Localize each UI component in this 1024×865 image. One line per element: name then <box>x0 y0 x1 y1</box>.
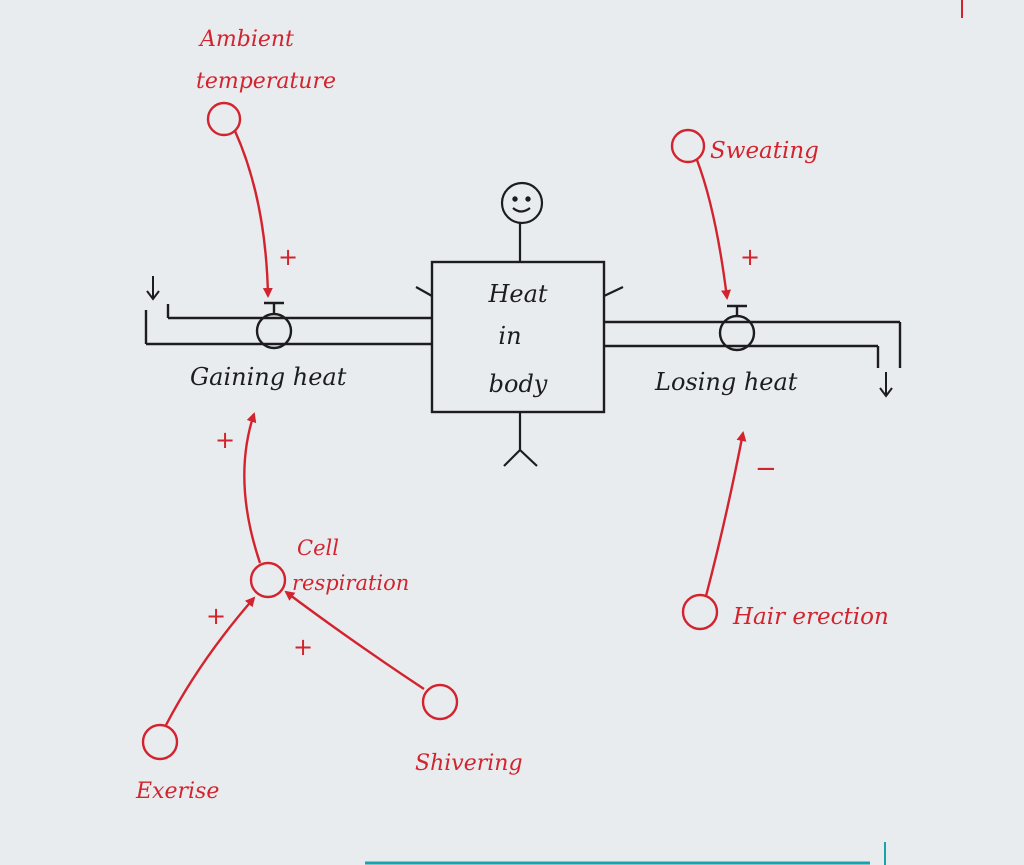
stock-label-line-3: body <box>489 370 548 398</box>
stock-label-line-1: Heat <box>487 280 547 308</box>
var-label-shivering: Shivering <box>415 751 523 776</box>
var-node-shivering <box>421 683 459 721</box>
var-label-ambient-line-2: temperature <box>196 69 336 94</box>
polarity-hair-to-losing: − <box>755 454 777 484</box>
stock-label-line-2: in <box>498 322 521 350</box>
var-node-exercise <box>141 723 179 761</box>
polarity-ambient-to-gaining: + <box>278 243 298 271</box>
stick-figure-icon <box>415 181 624 467</box>
var-label-hair-erection: Hair erection <box>732 604 889 630</box>
link-exercise-to-cell <box>164 596 256 726</box>
link-shivering-to-cell <box>284 590 425 691</box>
inflow-pipe-gaining <box>144 304 432 346</box>
var-label-cell-line-2: respiration <box>292 571 409 595</box>
var-label-sweating: Sweating <box>710 138 819 164</box>
link-cell-to-gaining <box>243 412 262 564</box>
valve-icon <box>718 304 756 352</box>
valve-icon <box>255 301 293 350</box>
flow-label-gaining-heat: Gaining heat <box>190 363 347 391</box>
var-label-exercise: Exerise <box>135 779 219 804</box>
polarity-cell-to-gaining: + <box>215 426 235 454</box>
link-hair-to-losing <box>704 431 747 597</box>
polarity-exercise-to-cell: + <box>206 602 226 630</box>
var-node-cell-respiration <box>249 561 287 599</box>
link-ambient-to-gaining <box>233 130 273 298</box>
var-label-ambient-line-1: Ambient <box>198 27 294 52</box>
arrow-down-icon <box>146 276 160 301</box>
polarity-sweating-to-losing: + <box>740 243 760 271</box>
polarity-shivering-to-cell: + <box>293 633 313 661</box>
var-node-hair-erection <box>681 593 719 631</box>
var-node-sweating <box>670 128 706 164</box>
outflow-pipe-losing <box>604 320 902 368</box>
arrow-down-icon <box>879 372 893 398</box>
var-label-cell-line-1: Cell <box>297 536 339 560</box>
var-node-ambient-temperature <box>206 101 242 137</box>
link-sweating-to-losing <box>695 159 731 300</box>
flow-label-losing-heat: Losing heat <box>654 368 798 396</box>
stock-heat-in-body <box>430 260 606 414</box>
